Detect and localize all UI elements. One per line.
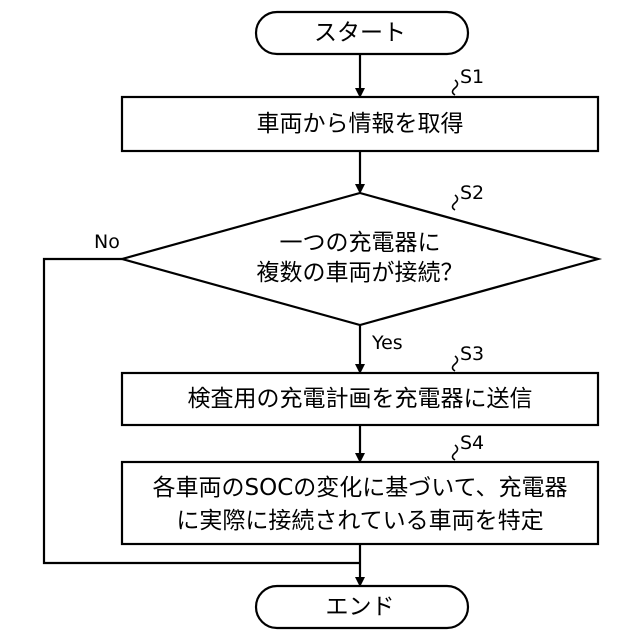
step-s2-decision <box>122 193 598 325</box>
step-s2-text-line1: 一つの充電器に <box>280 232 441 255</box>
s4-label-tick <box>453 445 458 460</box>
end-label: エンド <box>326 596 395 619</box>
step-s2-label: S2 <box>460 184 484 203</box>
step-s3-label: S3 <box>460 345 484 364</box>
step-s3-text: 検査用の充電計画を充電器に送信 <box>188 388 533 411</box>
step-s4-label: S4 <box>460 434 484 453</box>
start-label: スタート <box>314 22 406 45</box>
step-s1-label: S1 <box>460 68 484 87</box>
step-s4-text-line1: 各車両のSOCの変化に基づいて、充電器 <box>153 477 568 500</box>
step-s1-text: 車両から情報を取得 <box>257 113 464 136</box>
step-s2-text-line2: 複数の車両が接続？ <box>257 262 464 285</box>
s1-label-tick <box>453 80 458 95</box>
step-s4-text-line2: に実際に接続されている車両を特定 <box>176 510 543 533</box>
s2-label-tick <box>453 195 458 210</box>
yes-branch-label: Yes <box>372 334 403 353</box>
no-branch-label: No <box>94 233 120 252</box>
s3-label-tick <box>453 356 458 371</box>
